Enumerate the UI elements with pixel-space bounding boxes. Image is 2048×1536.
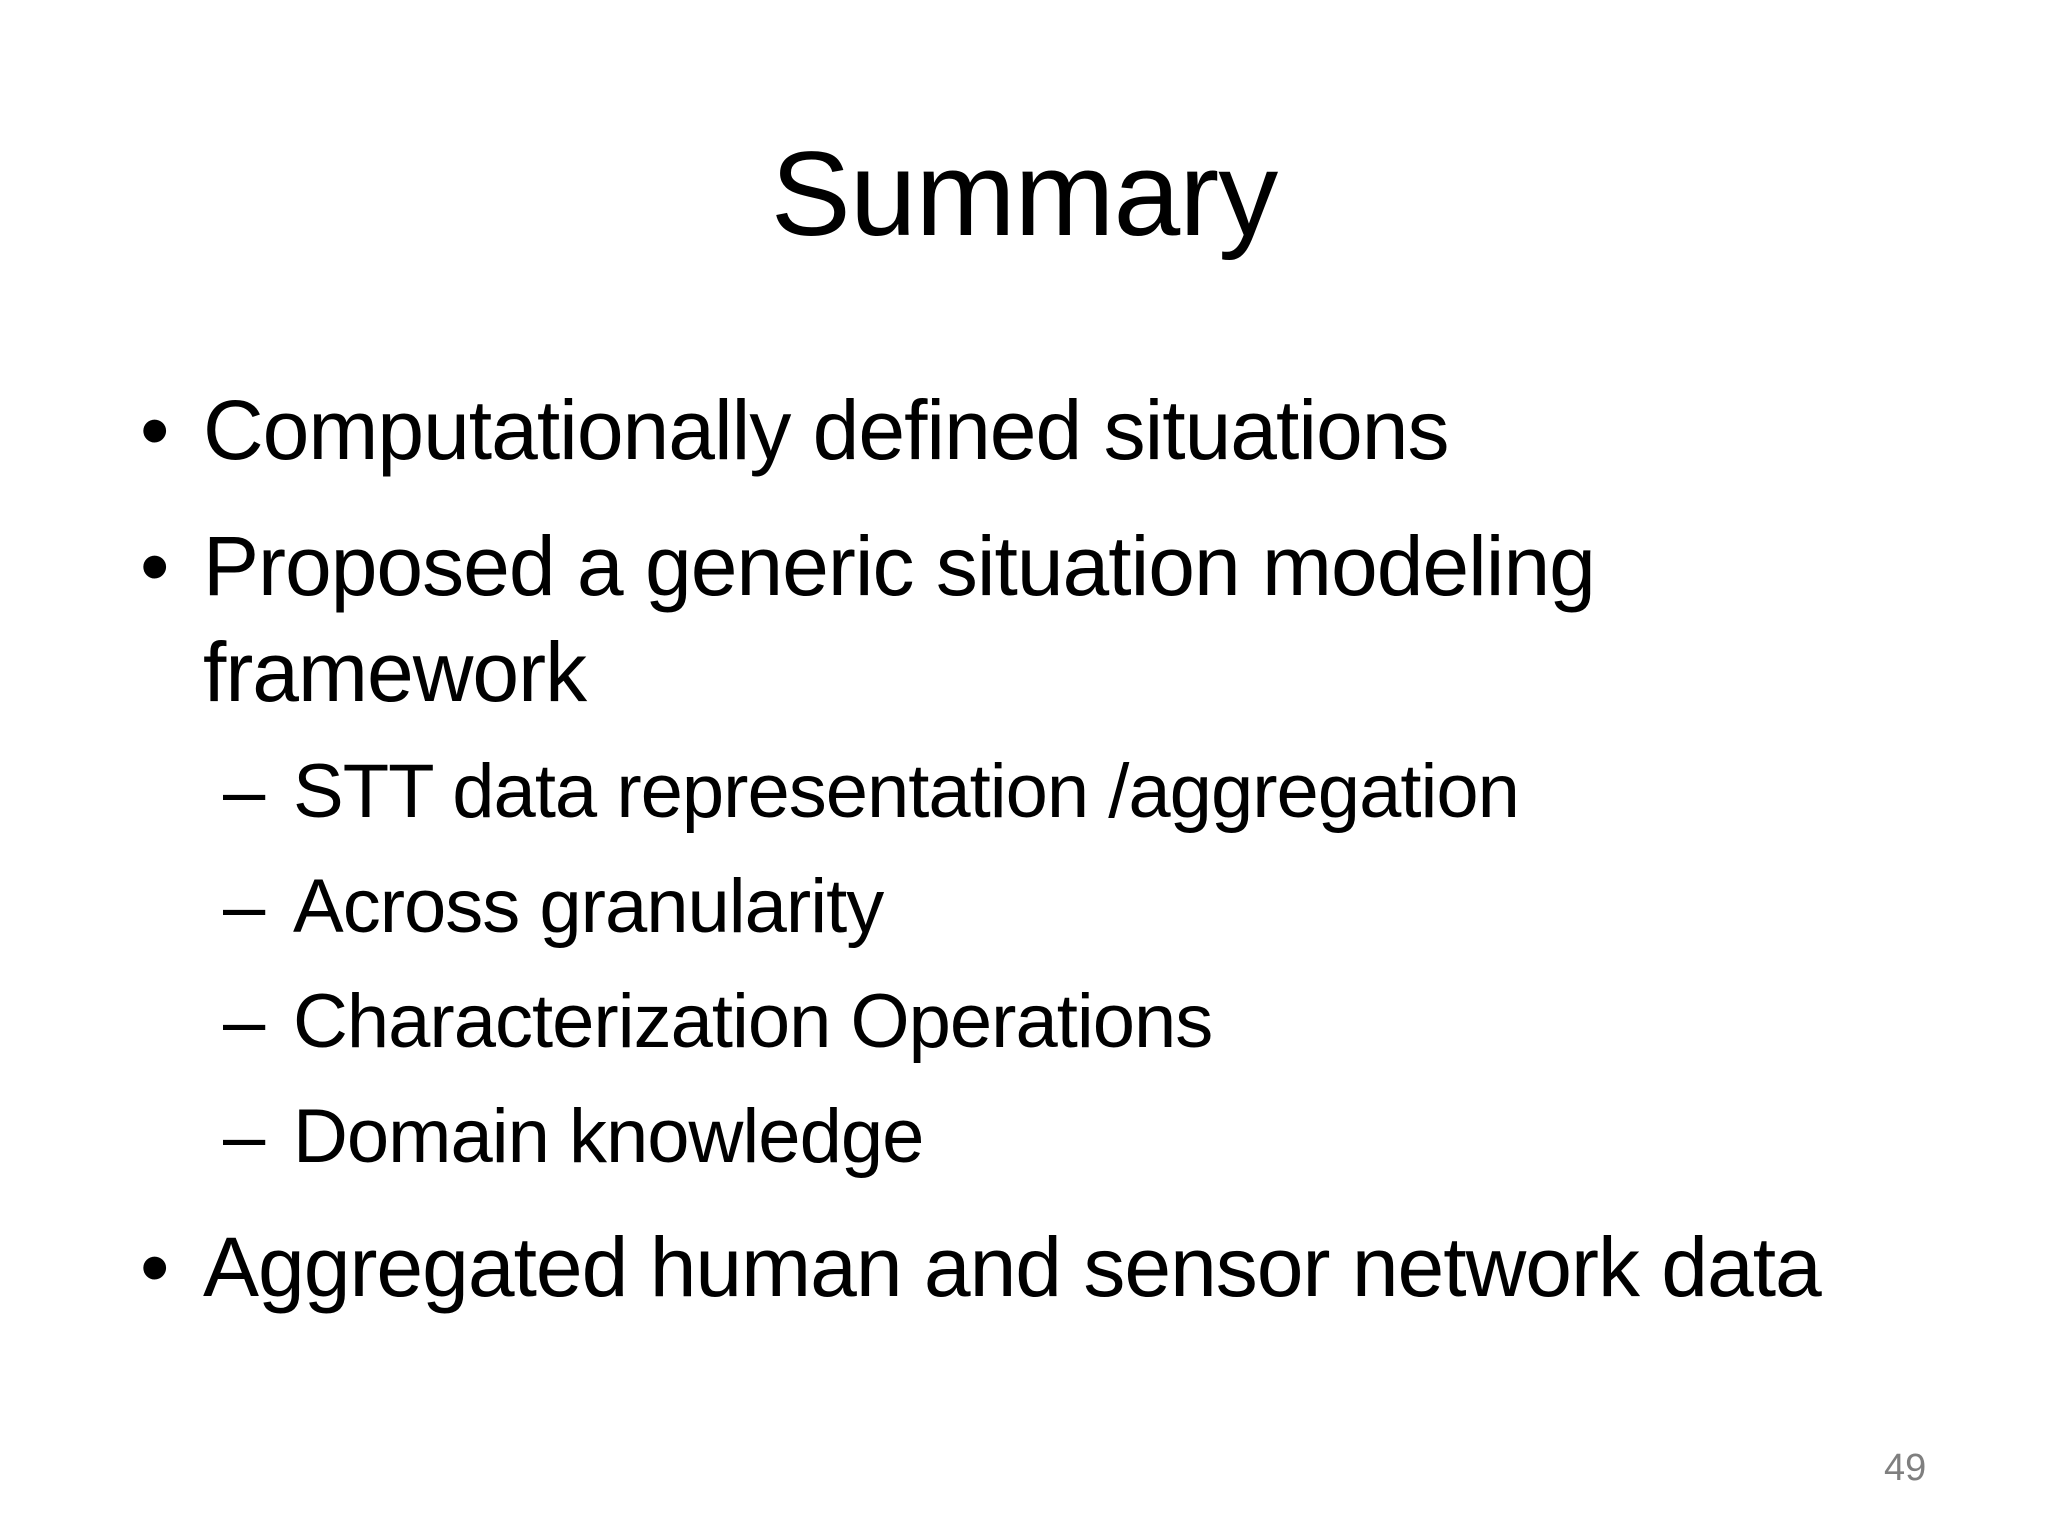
bullet-text: Aggregated human and sensor network data <box>203 1220 1822 1314</box>
bullet-text: Computationally defined situations <box>203 383 1449 477</box>
slide-title: Summary <box>770 127 1278 261</box>
dash-icon: – <box>223 1094 266 1179</box>
bullet-icon: • <box>140 1220 170 1314</box>
bullet-icon: • <box>140 519 170 613</box>
sub-bullet-item: –STT data representation /aggregation <box>223 745 2000 839</box>
sub-bullet-text: Characterization Operations <box>293 979 1213 1064</box>
bullet-item: • Aggregated human and sensor network dat… <box>140 1214 2000 1320</box>
page-number: 49 <box>1884 1447 1927 1489</box>
bullet-text: Proposed a generic situation modeling fr… <box>203 519 1596 719</box>
sub-bullet-text: STT data representation /aggregation <box>293 749 1520 834</box>
sub-bullet-item: –Across granularity <box>223 860 2000 954</box>
sub-bullet-text: Across granularity <box>293 864 884 949</box>
bullet-item: • Computationally defined situations <box>140 377 2000 483</box>
bullet-icon: • <box>140 383 170 477</box>
sub-bullet-item: –Characterization Operations <box>223 975 2000 1069</box>
sub-bullet-item: –Domain knowledge <box>223 1090 2000 1184</box>
dash-icon: – <box>223 864 266 949</box>
dash-icon: – <box>223 979 266 1064</box>
bullet-item: • Proposed a generic situation modeling f… <box>140 513 2000 725</box>
sub-bullet-text: Domain knowledge <box>293 1094 924 1179</box>
slide-body: • Computationally defined situations • Pro… <box>0 377 2000 1320</box>
dash-icon: – <box>223 749 266 834</box>
